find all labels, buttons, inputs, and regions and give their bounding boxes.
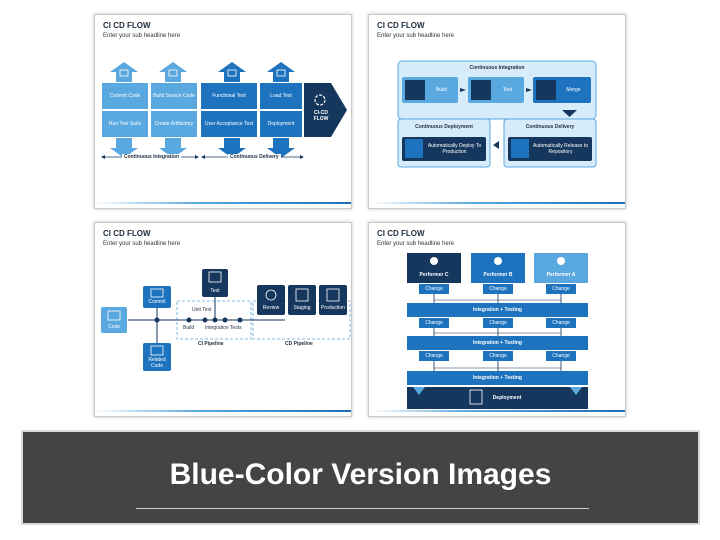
label-build: Build (183, 325, 195, 331)
ci-cd-flow-arrow-label: CI-CD FLOW (313, 110, 329, 122)
performer-c: Performer C (419, 272, 449, 278)
continuous-deployment-title: Continuous Deployment (415, 124, 473, 130)
change-2-c: Change (425, 320, 443, 326)
label-ci-pipeline: CI Pipeline (198, 341, 224, 347)
deployment-bar: Deployment (492, 395, 522, 401)
slide-1-thumbnail[interactable]: CI CD FLOW Enter your sub headline here (94, 14, 352, 209)
cell-functional-test: Functional Test (212, 93, 246, 99)
slide-4-title: CI CD FLOW (377, 229, 425, 238)
change-1-c: Change (425, 286, 443, 292)
slide-1-title: CI CD FLOW (103, 21, 151, 30)
node-production: Production (321, 305, 345, 311)
label-unit-test: Unit Test (192, 307, 212, 313)
change-1-a: Change (552, 286, 570, 292)
slide-1-subtitle: Enter your sub headline here (103, 33, 181, 39)
node-staging: Staging (293, 305, 311, 311)
cell-user-acceptance-test: User Acceptance Test (204, 121, 254, 127)
slide-2-subtitle: Enter your sub headline here (377, 33, 455, 39)
node-related-code: Related Code (148, 357, 166, 369)
integration-testing-1: Integration + Testing (473, 307, 522, 313)
slide-3-footer-line (95, 410, 351, 412)
cell-build-source-code: Build Source Code (153, 93, 195, 99)
performer-b: Performer B (483, 272, 513, 278)
ci-step-build: Build (435, 87, 448, 93)
slide-3-diagram (101, 269, 351, 371)
node-review: Review (262, 305, 280, 311)
ci-step-test: Test (502, 87, 513, 93)
continuous-deployment-text: Automatically Deploy To Production (427, 143, 482, 155)
cell-create-artifactory: Create Artifactory (154, 121, 194, 127)
change-2-b: Change (489, 320, 507, 326)
ci-container-title: Continuous Integration (469, 65, 525, 71)
cell-deployment: Deployment (267, 121, 295, 127)
slide-4-subtitle: Enter your sub headline here (377, 241, 455, 247)
node-commit: Commit (148, 299, 166, 305)
continuous-delivery-text: Automatically Release to Repository (532, 143, 589, 155)
performer-a: Performer A (546, 272, 576, 278)
slide-4-diagram (407, 253, 588, 409)
cell-commit-code: Commit Code (109, 93, 141, 99)
slide-4-footer-line (369, 410, 625, 412)
integration-testing-2: Integration + Testing (473, 340, 522, 346)
slide-2-footer-line (369, 202, 625, 204)
slide-4-thumbnail[interactable]: CI CD FLOW Enter your sub headline here (368, 222, 626, 417)
change-1-b: Change (489, 286, 507, 292)
label-continuous-integration: Continuous Integration (122, 154, 181, 160)
slide-1-footer-line (95, 202, 351, 204)
change-2-a: Change (552, 320, 570, 326)
change-3-b: Change (489, 353, 507, 359)
banner-title: Blue-Color Version Images (169, 458, 552, 491)
cell-load-test: Load Test (270, 93, 292, 99)
node-test: Test (210, 287, 220, 294)
change-3-c: Change (425, 353, 443, 359)
slide-1-diagram (101, 62, 347, 159)
change-3-a: Change (552, 353, 570, 359)
slide-3-title: CI CD FLOW (103, 229, 151, 238)
slide-3-thumbnail[interactable]: CI CD FLOW Enter your sub headline here (94, 222, 352, 417)
banner-divider (136, 508, 589, 509)
continuous-delivery-title: Continuous Delivery (525, 124, 575, 130)
slide-3-subtitle: Enter your sub headline here (103, 241, 181, 247)
label-cd-pipeline: CD Pipeline (285, 341, 313, 347)
slide-2-diagram (397, 60, 597, 168)
label-integration-tests: Integration Tests (205, 325, 242, 331)
slide-2-title: CI CD FLOW (377, 21, 425, 30)
node-code: Code (108, 323, 120, 330)
slide-2-thumbnail[interactable]: CI CD FLOW Enter your sub headline here … (368, 14, 626, 209)
banner: Blue-Color Version Images (21, 430, 700, 525)
label-continuous-delivery: Continuous Delivery (228, 154, 281, 160)
cell-run-test-suits: Run Test Suits (108, 121, 142, 127)
integration-testing-3: Integration + Testing (473, 375, 522, 381)
ci-step-merge: Merge (566, 87, 581, 93)
